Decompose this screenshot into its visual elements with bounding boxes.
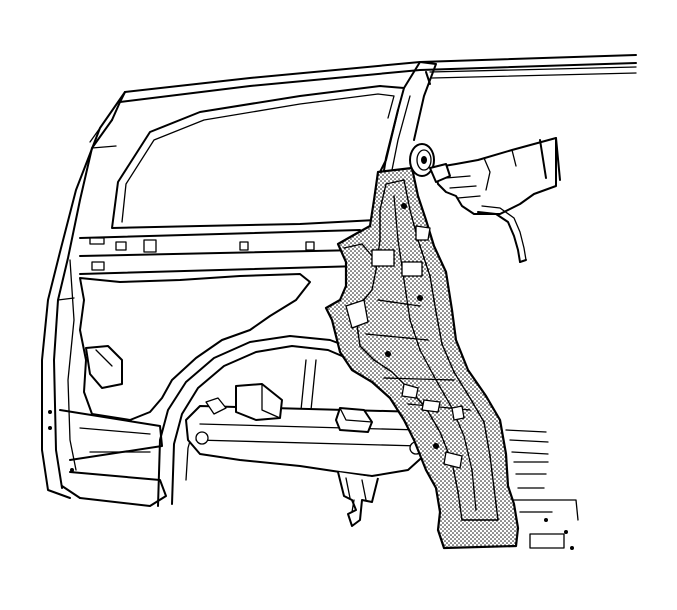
lower-sill xyxy=(59,409,167,507)
floor-cross-member xyxy=(185,383,431,477)
suspension-bracket xyxy=(337,471,379,527)
rear-floor-right xyxy=(505,429,579,550)
inner-panel-cutout xyxy=(79,273,311,421)
air-hose xyxy=(477,205,527,263)
roof-rail xyxy=(111,54,637,121)
quarter-window-opening xyxy=(111,85,405,229)
rear-pillar xyxy=(41,91,126,499)
sanding-disc-icon xyxy=(409,143,435,177)
belt-rail xyxy=(79,229,361,275)
hand-icon xyxy=(429,137,561,215)
quarter-inner-panel xyxy=(324,166,520,550)
